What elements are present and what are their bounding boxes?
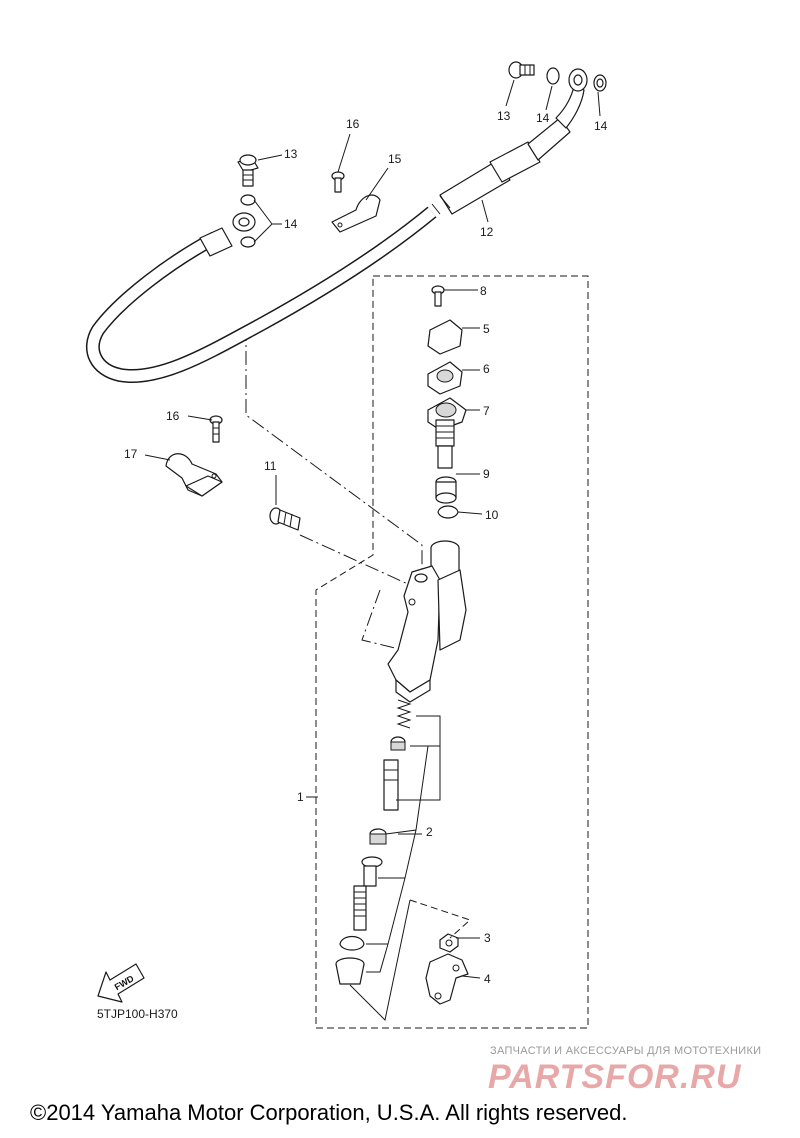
label-part-5: 5	[483, 322, 490, 336]
label-part-3: 3	[484, 931, 491, 945]
copper-washer-right-a	[546, 67, 560, 85]
label-part-16-upper: 16	[346, 117, 360, 131]
label-part-17: 17	[124, 447, 138, 461]
watermark-tagline: ЗАПЧАСТИ И АКСЕССУАРЫ ДЛЯ МОТОТЕХНИКИ	[490, 1045, 762, 1057]
spring	[396, 699, 412, 729]
label-part-1: 1	[297, 790, 304, 804]
label-part-10: 10	[485, 508, 499, 522]
label-part-13-left: 13	[284, 147, 298, 161]
boot	[335, 957, 365, 985]
brake-hose	[86, 68, 588, 383]
clevis	[425, 953, 469, 1005]
assembly-outline	[315, 275, 589, 1029]
copper-washer-left-top	[240, 194, 256, 206]
piston	[383, 759, 399, 811]
label-part-4: 4	[484, 972, 491, 986]
nut	[439, 933, 459, 953]
label-part-8: 8	[480, 284, 487, 298]
copyright-footer: ©2014 Yamaha Motor Corporation, U.S.A. A…	[30, 1100, 628, 1125]
fwd-arrow-icon: FWD	[97, 963, 145, 1003]
label-part-14-mid: 14	[536, 111, 550, 125]
label-part-2: 2	[426, 825, 433, 839]
alignment-line-lower	[361, 589, 396, 649]
hose-clamp-lower	[165, 453, 223, 497]
master-cylinder-body	[387, 540, 467, 703]
screw-upper	[331, 171, 345, 193]
label-part-14-right: 14	[594, 119, 608, 133]
label-part-13-right: 13	[497, 109, 511, 123]
diagram-code: 5TJP100-H370	[97, 1007, 178, 1021]
diaphragm-plate	[427, 361, 463, 395]
mounting-bolt	[269, 507, 301, 531]
watermark-logo: PARTSFOR.RU	[488, 1058, 742, 1096]
diaphragm	[427, 397, 467, 469]
push-rod	[353, 856, 383, 931]
cup-primary	[390, 736, 406, 751]
reservoir-float	[435, 476, 457, 504]
label-part-12: 12	[480, 225, 494, 239]
banjo-bolt-right	[508, 61, 535, 79]
leader-lines	[144, 79, 601, 979]
cup-secondary	[369, 828, 387, 845]
alignment-line-bolt-11	[299, 534, 411, 586]
label-part-15: 15	[388, 152, 402, 166]
label-part-14-left: 14	[284, 217, 298, 231]
snap-ring	[339, 935, 365, 951]
label-part-7: 7	[483, 404, 490, 418]
cover-screw	[431, 285, 445, 307]
label-part-9: 9	[483, 467, 490, 481]
banjo-bolt-left	[237, 154, 259, 187]
label-part-6: 6	[483, 362, 490, 376]
bracket-label-2	[366, 715, 441, 973]
label-part-16-lower: 16	[166, 409, 180, 423]
label-part-11: 11	[264, 459, 277, 473]
hose-clamp-upper	[331, 194, 381, 233]
reservoir-cap	[427, 319, 463, 355]
copper-washer-left-bottom	[240, 236, 256, 248]
circlip	[437, 505, 459, 519]
